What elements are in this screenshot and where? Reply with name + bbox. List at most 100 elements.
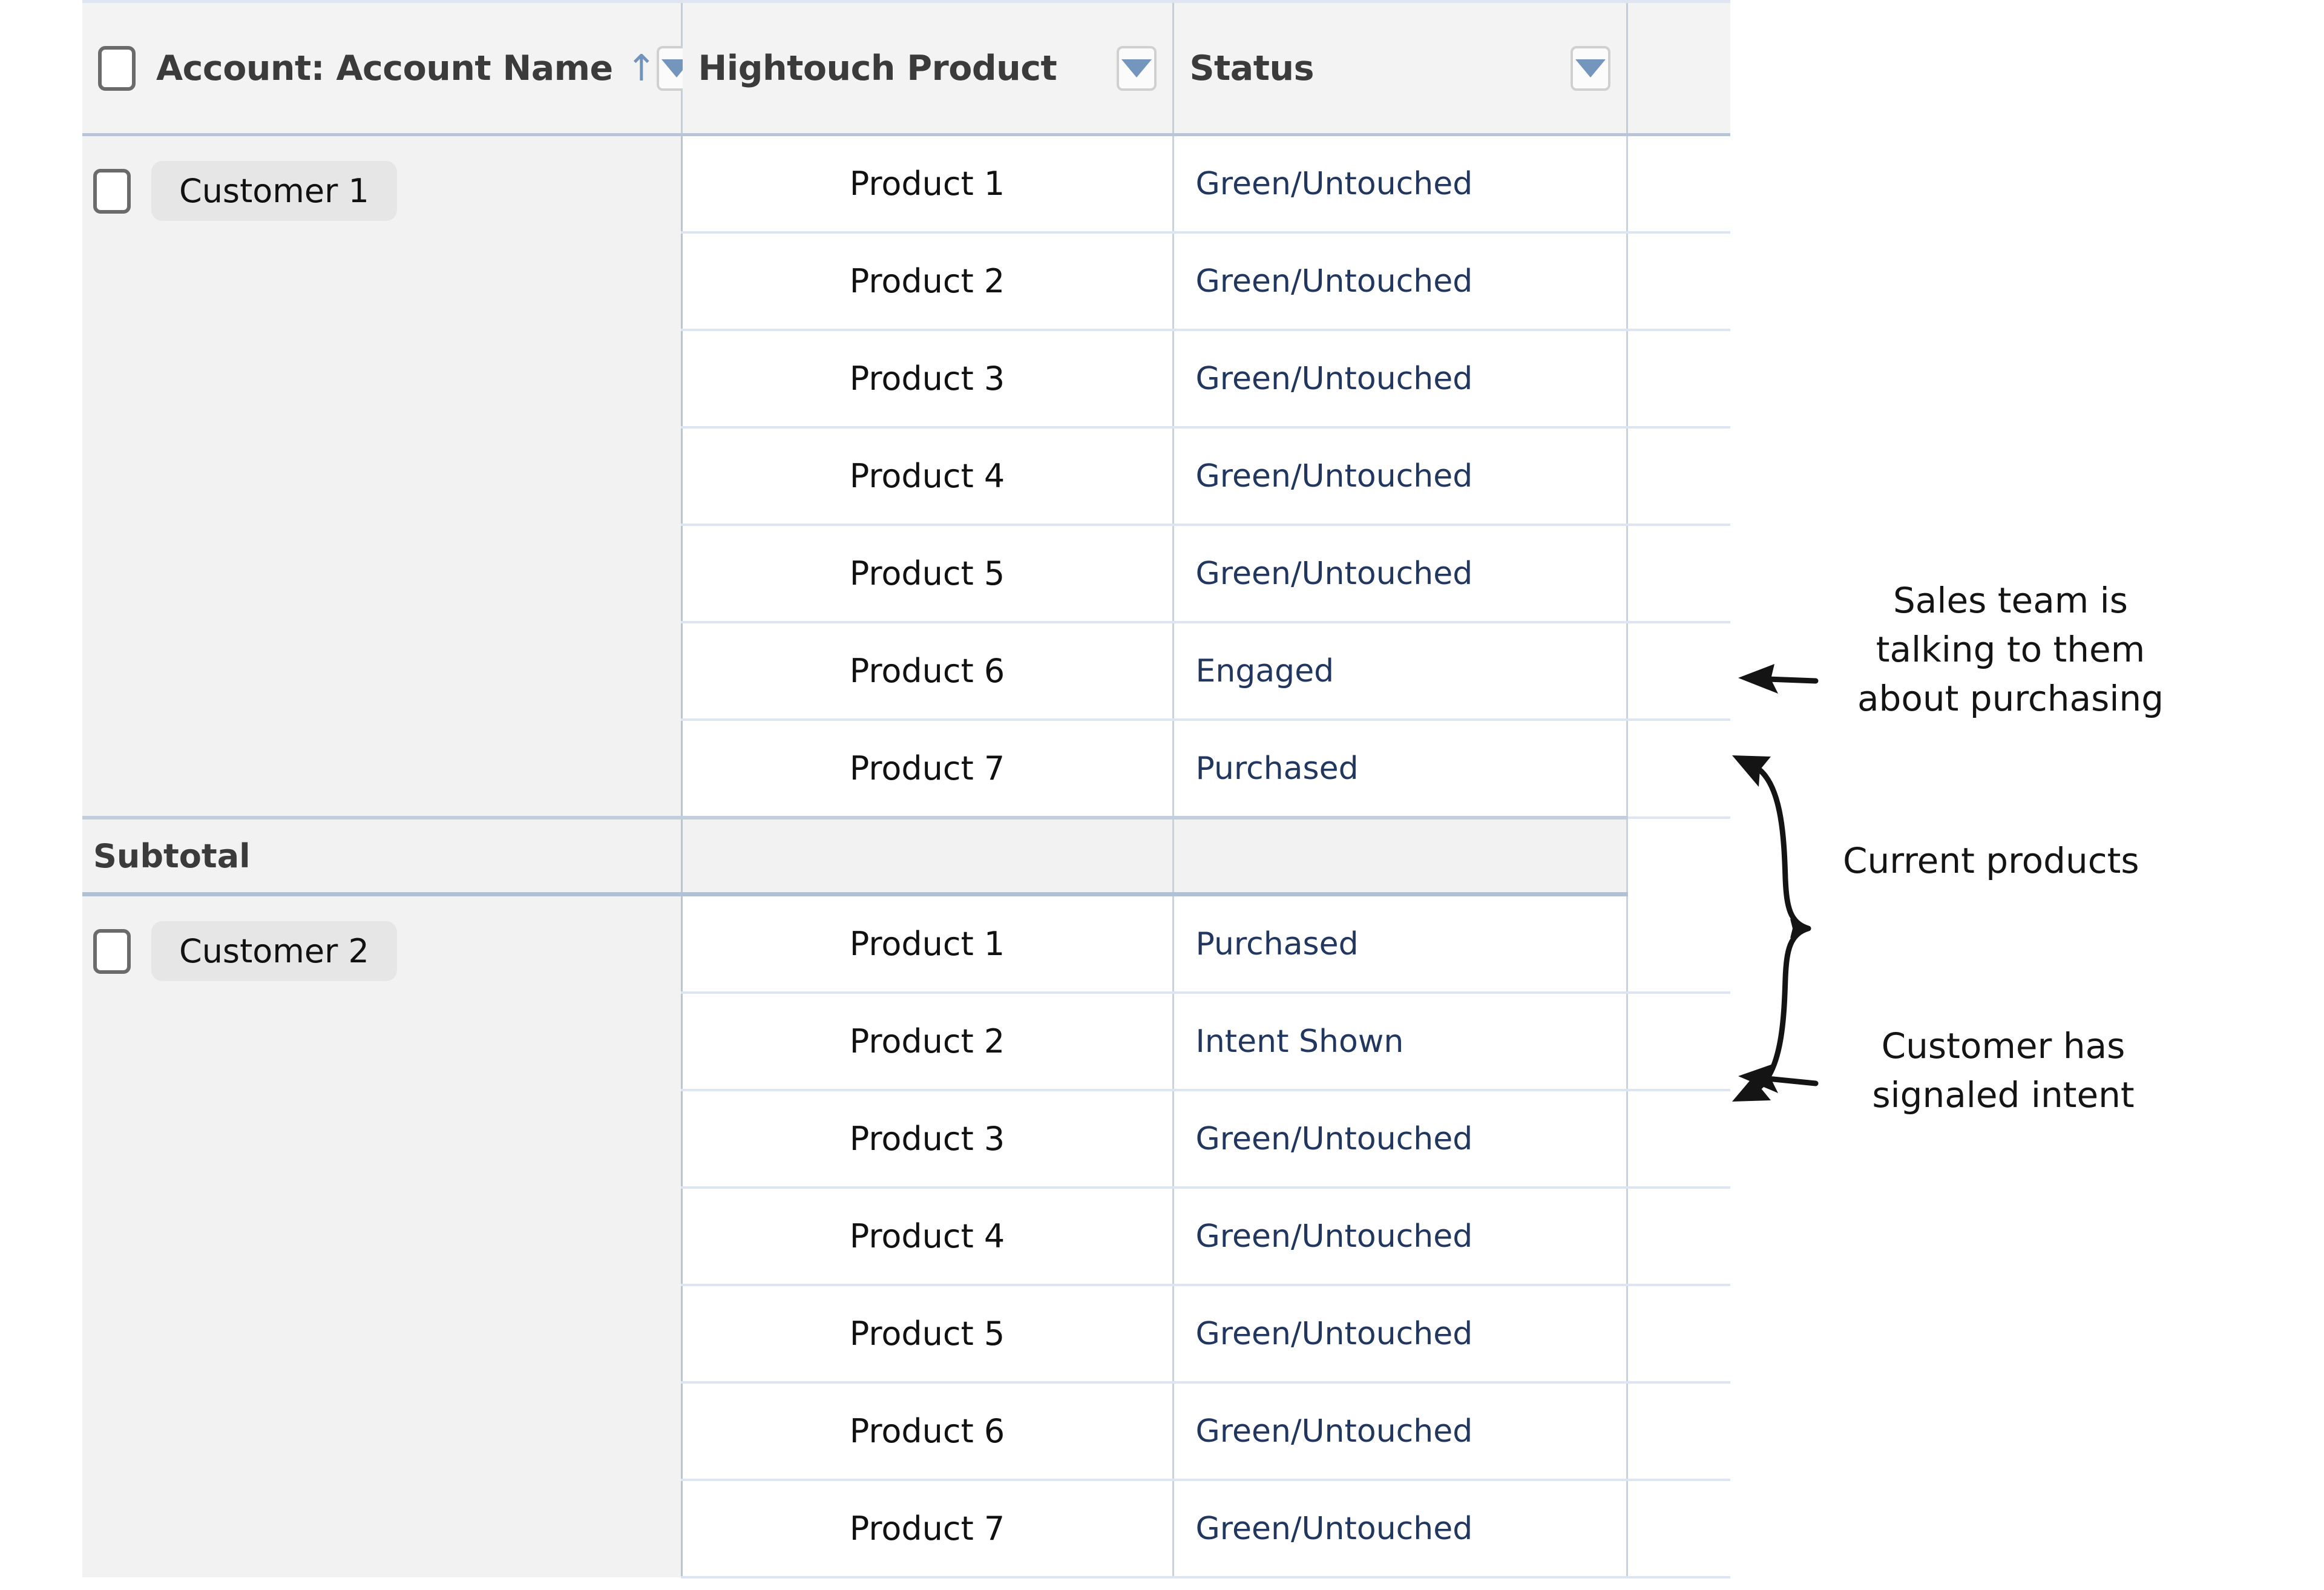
status-badge[interactable]: Green/Untouched xyxy=(1195,165,1473,202)
product-cell: Product 4 xyxy=(681,427,1174,526)
sort-asc-arrow-icon[interactable]: ↑ xyxy=(626,47,657,90)
status-badge[interactable]: Engaged xyxy=(1195,652,1334,689)
row-spacer-cell xyxy=(1627,1188,1730,1286)
account-cell: Customer 2 xyxy=(82,894,683,1577)
account-name-pill[interactable]: Customer 1 xyxy=(151,161,397,221)
row-spacer-cell xyxy=(1627,993,1730,1091)
status-cell: Green/Untouched xyxy=(1173,330,1628,429)
status-cell: Green/Untouched xyxy=(1173,427,1628,526)
subtotal-product-cell xyxy=(681,816,1174,896)
table-row[interactable]: Customer 1 Product 1 Green/Untouched xyxy=(82,134,1730,818)
product-cell: Product 7 xyxy=(681,720,1174,819)
product-name: Product 2 xyxy=(849,262,1005,300)
select-all-checkbox[interactable] xyxy=(98,45,136,91)
product-cell: Product 4 xyxy=(681,1188,1174,1286)
status-badge[interactable]: Green/Untouched xyxy=(1195,1510,1473,1547)
status-cell: Green/Untouched xyxy=(1173,1090,1628,1189)
column-header-account[interactable]: Account: Account Name ↑ xyxy=(82,0,697,136)
product-cell: Product 6 xyxy=(681,1382,1174,1481)
product-cell: Product 2 xyxy=(681,232,1174,331)
row-select-checkbox[interactable] xyxy=(93,928,131,974)
row-spacer-cell xyxy=(1627,894,1730,994)
chevron-down-icon xyxy=(1121,59,1152,77)
product-cell: Product 5 xyxy=(681,1285,1174,1384)
annotation-current-products: Current products xyxy=(1843,840,2139,881)
subtotal-spacer-cell xyxy=(1627,818,1730,895)
column-header-account-label: Account: Account Name xyxy=(156,48,613,88)
subtotal-label-cell: Subtotal xyxy=(82,816,683,896)
annotation-signaled-intent: Customer has signaled intent xyxy=(1872,1025,2135,1116)
table-row[interactable]: Product 5 Green/Untouched xyxy=(82,1285,1730,1384)
product-name: Product 2 xyxy=(849,1022,1005,1060)
status-badge[interactable]: Intent Shown xyxy=(1195,1023,1404,1060)
product-name: Product 7 xyxy=(849,1510,1005,1548)
product-name: Product 5 xyxy=(849,554,1005,593)
product-cell: Product 5 xyxy=(681,525,1174,623)
table-row[interactable]: Product 4 Green/Untouched xyxy=(82,1188,1730,1286)
product-cell: Product 1 xyxy=(681,134,1174,234)
table-row[interactable]: Product 6 Green/Untouched xyxy=(82,1382,1730,1481)
status-cell: Green/Untouched xyxy=(1173,525,1628,623)
status-badge[interactable]: Green/Untouched xyxy=(1195,1120,1473,1157)
row-spacer-cell xyxy=(1627,134,1730,234)
chevron-down-icon xyxy=(1575,59,1606,77)
row-spacer-cell xyxy=(1627,330,1730,429)
table-row[interactable]: Product 3 Green/Untouched xyxy=(82,330,1730,429)
table-row[interactable]: Product 5 Green/Untouched xyxy=(82,525,1730,623)
annotation-sales-team: Sales team is talking to them about purc… xyxy=(1857,580,2164,720)
status-cell: Green/Untouched xyxy=(1173,1188,1628,1286)
row-spacer-cell xyxy=(1627,1480,1730,1579)
status-cell: Engaged xyxy=(1173,622,1628,721)
status-badge[interactable]: Green/Untouched xyxy=(1195,360,1473,397)
product-name: Product 7 xyxy=(849,749,1005,787)
curly-brace-double-arrow-left-current xyxy=(1732,755,1811,1102)
status-badge[interactable]: Green/Untouched xyxy=(1195,1315,1473,1352)
row-select-checkbox[interactable] xyxy=(93,168,131,214)
row-spacer-cell xyxy=(1627,232,1730,331)
product-cell: Product 2 xyxy=(681,993,1174,1091)
product-cell: Product 3 xyxy=(681,330,1174,429)
table-row[interactable]: Product 7 Green/Untouched xyxy=(82,1480,1730,1579)
product-name: Product 3 xyxy=(849,360,1005,398)
subtotal-label: Subtotal xyxy=(93,836,251,875)
filter-dropdown-icon-status[interactable] xyxy=(1570,45,1610,91)
status-cell: Purchased xyxy=(1173,720,1628,819)
status-cell: Intent Shown xyxy=(1173,993,1628,1091)
status-badge[interactable]: Green/Untouched xyxy=(1195,263,1473,300)
product-name: Product 5 xyxy=(849,1315,1005,1353)
filter-dropdown-icon-product[interactable] xyxy=(1116,45,1157,91)
status-badge[interactable]: Green/Untouched xyxy=(1195,458,1473,494)
status-badge[interactable]: Green/Untouched xyxy=(1195,1218,1473,1255)
status-cell: Green/Untouched xyxy=(1173,1285,1628,1384)
row-spacer-cell xyxy=(1627,622,1730,721)
row-spacer-cell xyxy=(1627,1090,1730,1189)
table-row[interactable]: Product 6 Engaged xyxy=(82,622,1730,721)
column-header-product[interactable]: Hightouch Product xyxy=(681,0,1174,136)
table-row[interactable]: Product 7 Purchased xyxy=(82,720,1730,819)
straight-arrow-left-sales xyxy=(1738,664,1819,694)
table-row[interactable]: Product 2 Intent Shown xyxy=(82,993,1730,1091)
status-cell: Purchased xyxy=(1173,894,1628,994)
column-header-product-label: Hightouch Product xyxy=(698,48,1057,88)
table-row[interactable]: Product 3 Green/Untouched xyxy=(82,1090,1730,1189)
column-header-spacer xyxy=(1627,0,1730,136)
product-name: Product 4 xyxy=(849,457,1005,495)
column-header-status[interactable]: Status xyxy=(1173,0,1628,136)
status-badge[interactable]: Purchased xyxy=(1195,750,1359,787)
status-badge[interactable]: Purchased xyxy=(1195,925,1359,962)
product-name: Product 3 xyxy=(849,1120,1005,1158)
account-name-pill[interactable]: Customer 2 xyxy=(151,921,397,981)
product-cell: Product 6 xyxy=(681,622,1174,721)
status-badge[interactable]: Green/Untouched xyxy=(1195,555,1473,592)
header-row: Account: Account Name ↑ Hightouch Produc… xyxy=(82,0,1730,136)
status-cell: Green/Untouched xyxy=(1173,232,1628,331)
column-header-status-label: Status xyxy=(1189,48,1315,88)
status-cell: Green/Untouched xyxy=(1173,1382,1628,1481)
product-name: Product 6 xyxy=(849,1412,1005,1450)
status-badge[interactable]: Green/Untouched xyxy=(1195,1413,1473,1450)
status-cell: Green/Untouched xyxy=(1173,134,1628,234)
table-row[interactable]: Product 2 Green/Untouched xyxy=(82,232,1730,331)
table-row[interactable]: Product 4 Green/Untouched xyxy=(82,427,1730,526)
